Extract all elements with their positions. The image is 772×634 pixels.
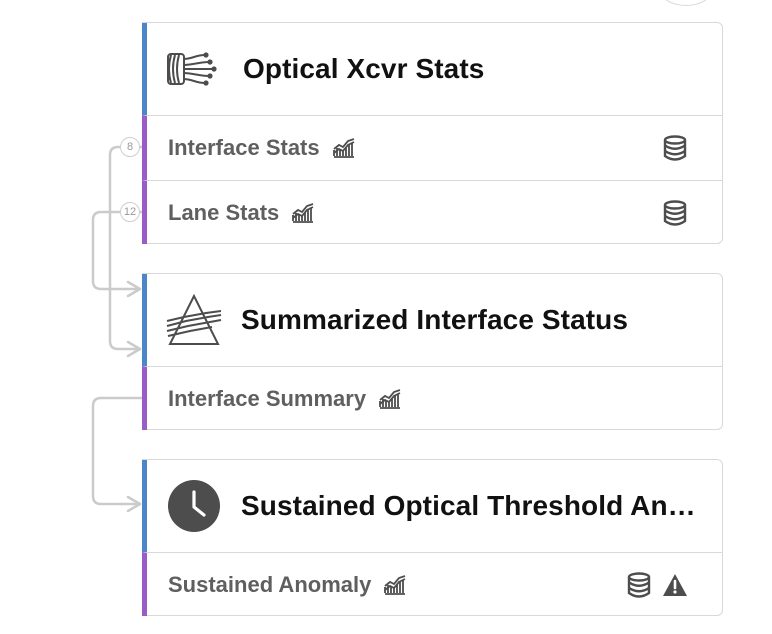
stage-title: Sustained Optical Threshold An… xyxy=(241,490,696,521)
row-label: Interface Summary xyxy=(168,385,367,411)
list-item[interactable]: Sustained Anomaly xyxy=(142,552,722,616)
stage-header[interactable]: Summarized Interface Status xyxy=(142,274,722,366)
area-chart-icon xyxy=(383,574,407,596)
warning-icon[interactable] xyxy=(662,573,688,597)
area-chart-icon xyxy=(291,202,315,224)
list-item[interactable]: Interface Stats xyxy=(142,115,722,180)
list-item[interactable]: Lane Stats xyxy=(142,180,722,244)
stage-card-sustained-optical-threshold[interactable]: Sustained Optical Threshold An… Sustaine… xyxy=(142,459,723,616)
row-label: Sustained Anomaly xyxy=(168,571,372,597)
database-icon[interactable] xyxy=(662,135,688,161)
database-icon[interactable] xyxy=(662,199,688,226)
clock-icon xyxy=(165,479,223,533)
connector-count-badge: 8 xyxy=(120,137,140,157)
stage-card-summarized-interface-status[interactable]: Summarized Interface Status Interface Su… xyxy=(142,273,723,430)
stage-card-optical-xcvr-stats[interactable]: Optical Xcvr Stats Interface Stats Lane … xyxy=(142,22,723,244)
row-label: Interface Stats xyxy=(168,135,320,160)
prism-icon xyxy=(165,293,223,347)
row-label: Lane Stats xyxy=(168,199,280,225)
area-chart-icon xyxy=(378,388,402,410)
list-item[interactable]: Interface Summary xyxy=(142,366,722,430)
connector-count-badge: 12 xyxy=(120,202,140,222)
stage-title: Optical Xcvr Stats xyxy=(243,53,485,84)
area-chart-icon xyxy=(332,137,356,159)
stage-title: Summarized Interface Status xyxy=(241,304,629,335)
stage-header[interactable]: Sustained Optical Threshold An… xyxy=(142,460,722,552)
stage-header[interactable]: Optical Xcvr Stats xyxy=(142,23,722,115)
fiber-optic-icon xyxy=(165,49,223,89)
database-icon[interactable] xyxy=(626,571,652,598)
